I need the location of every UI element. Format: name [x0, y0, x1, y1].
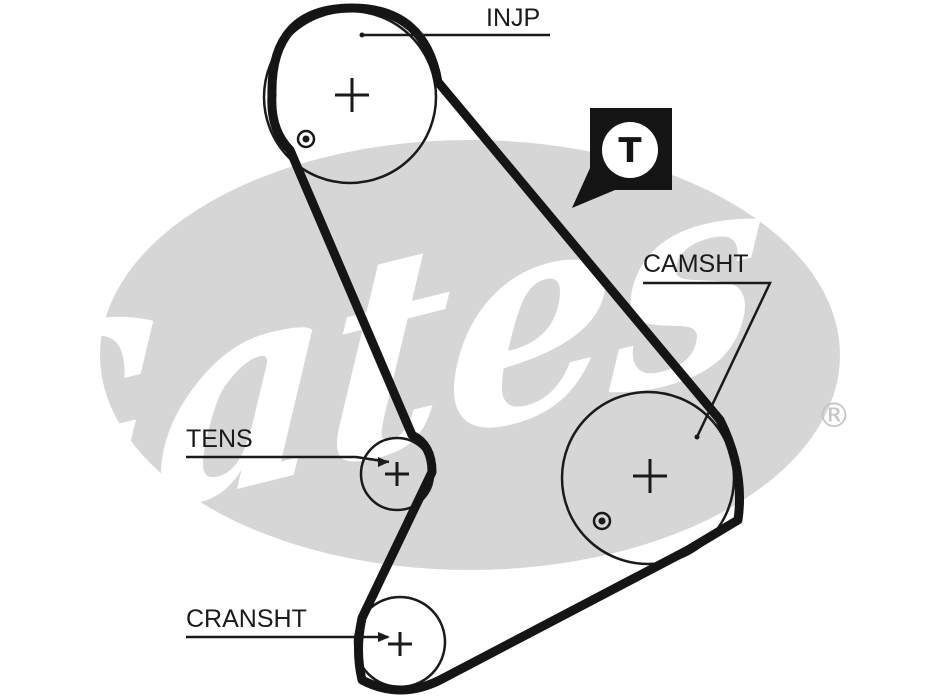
logo-oval: [100, 140, 840, 570]
t-marker-circle: [602, 122, 658, 178]
timing-belt: [267, 3, 744, 695]
label-cransht-text: CRANSHT: [186, 605, 307, 633]
label-camsht-text: CAMSHT: [643, 250, 749, 278]
t-marker-letter: T: [618, 131, 642, 171]
gates-logo-watermark: Gates ®: [0, 95, 851, 634]
label-injp-text: INJP: [486, 4, 540, 32]
label-injp: INJP: [359, 4, 550, 38]
label-cransht: CRANSHT: [186, 605, 390, 642]
tension-marker-badge: T: [572, 108, 672, 208]
label-tens: TENS: [186, 425, 390, 467]
injp-timing-mark-icon: [296, 129, 316, 149]
registered-mark: ®: [817, 396, 851, 436]
label-tens-text: TENS: [186, 425, 253, 453]
label-camsht: CAMSHT: [643, 250, 772, 440]
camsht-timing-mark-icon: [592, 511, 612, 531]
